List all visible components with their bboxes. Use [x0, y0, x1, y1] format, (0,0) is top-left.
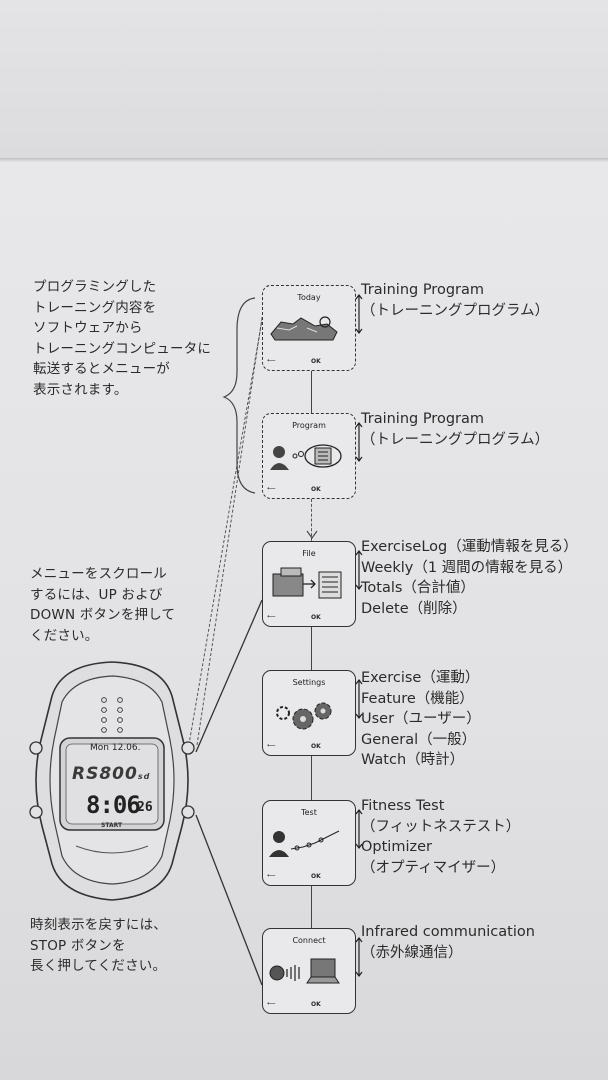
menu-screen-test: Test ⟵ OK: [262, 800, 363, 886]
menu-item: Feature（機能）: [361, 690, 474, 707]
fitness-test-icon: [269, 830, 340, 857]
connector-program-file: [311, 499, 312, 541]
connector-today-program: [311, 371, 312, 413]
dashed-arrow-down: [306, 530, 318, 539]
note-line: メニューをスクロール: [30, 566, 167, 582]
watch-start-label: START: [101, 822, 123, 829]
connector-test-connect: [311, 886, 312, 928]
note-line: 時刻表示を戻すには、: [30, 917, 167, 933]
screen-title: Program: [292, 421, 326, 430]
ok-label: OK: [311, 358, 321, 365]
menu-item: （フィットネステスト）: [361, 818, 521, 835]
arrow-up-down-icon: [355, 937, 363, 981]
ok-label: OK: [311, 614, 321, 621]
menu-item: （トレーニングプログラム）: [361, 431, 550, 448]
menu-item: General（一般）: [361, 731, 477, 748]
menu-screen-settings: Settings ⟵ OK: [262, 670, 363, 756]
note-line: 長く押してください。: [30, 958, 167, 974]
menu-item: Watch（時計）: [361, 752, 465, 768]
menu-screen-today: Today ⟵ OK: [262, 285, 363, 371]
note-line: ソフトウェアから: [33, 320, 143, 336]
folder-icon: [272, 567, 342, 599]
menu-items-settings: Exercise（運動） Feature（機能） User（ユーザー） Gene…: [361, 668, 481, 771]
watch-seconds: 26: [137, 800, 153, 815]
gear-icon: [276, 702, 332, 730]
back-arrow-icon: ⟵: [267, 485, 276, 492]
infrared-laptop-icon: [269, 958, 340, 984]
arrow-up-down-icon: [355, 809, 363, 853]
watch-body: [29, 661, 195, 901]
back-arrow-icon: ⟵: [267, 1000, 276, 1007]
menu-item: Infrared communication: [361, 924, 535, 940]
menu-screen-program: Program ⟵ OK: [262, 413, 363, 499]
screen-title: Test: [301, 808, 317, 817]
connector-settings-test: [311, 756, 312, 800]
note-line: 表示されます。: [33, 381, 128, 398]
note-scroll: メニューをスクロール するには、UP および DOWN ボタンを押して ください…: [30, 564, 175, 646]
watch-illustration: Mon 12.06. RS800sd 8:06 26 START: [22, 656, 202, 904]
menu-items-today: Training Program （トレーニングプログラム）: [361, 280, 549, 321]
watch-date: Mon 12.06.: [90, 743, 141, 753]
note-line: トレーニングコンピュータに: [33, 340, 212, 357]
menu-screen-connect: Connect ⟵ OK: [262, 928, 363, 1014]
ok-label: OK: [311, 1001, 321, 1008]
screen-title: File: [302, 549, 316, 558]
menu-item: Training Program: [361, 411, 485, 427]
screen-title: Today: [297, 293, 321, 302]
back-arrow-icon: ⟵: [267, 872, 276, 879]
arrow-up-down-icon: [355, 294, 363, 338]
note-line: 転送するとメニューが: [33, 361, 170, 377]
menu-item: Training Program: [361, 282, 485, 298]
menu-item: Fitness Test: [361, 798, 445, 814]
menu-item: Delete（削除）: [361, 600, 467, 617]
menu-items-file: ExerciseLog（運動情報を見る） Weekly（1 週間の情報を見る） …: [361, 537, 578, 619]
menu-items-program: Training Program （トレーニングプログラム）: [361, 409, 549, 450]
note-line: ください。: [30, 627, 99, 644]
menu-items-connect: Infrared communication （赤外線通信）: [361, 922, 535, 963]
watch-time: 8:06: [86, 791, 141, 819]
menu-item: （オプティマイザー）: [361, 859, 506, 876]
back-arrow-icon: ⟵: [267, 742, 276, 749]
note-stop: 時刻表示を戻すには、 STOP ボタンを 長く押してください。: [30, 915, 167, 977]
screen-title: Connect: [292, 936, 326, 945]
menu-item: Exercise（運動）: [361, 670, 480, 686]
note-line: トレーニング内容を: [33, 299, 157, 316]
menu-item: （トレーニングプログラム）: [361, 302, 550, 319]
clipboard-icon: [270, 444, 342, 470]
arrow-up-down-icon: [355, 550, 363, 594]
arrow-up-down-icon: [355, 422, 363, 466]
ok-label: OK: [311, 743, 321, 750]
back-arrow-icon: ⟵: [267, 613, 276, 620]
menu-item: Optimizer: [361, 839, 432, 855]
note-line: STOP ボタンを: [30, 937, 126, 954]
upper-page: [0, 0, 608, 160]
ok-label: OK: [311, 873, 321, 880]
shoe-icon: [270, 316, 338, 341]
menu-item: User（ユーザー）: [361, 711, 481, 727]
menu-item: Totals（合計値）: [361, 580, 475, 596]
menu-screen-file: File ⟵ OK: [262, 541, 363, 627]
menu-items-test: Fitness Test （フィットネステスト） Optimizer （オプティ…: [361, 796, 520, 878]
menu-item: （赤外線通信）: [361, 944, 463, 961]
note-line: するには、UP および: [30, 586, 163, 603]
connector-file-settings: [311, 627, 312, 670]
note-line: DOWN ボタンを押して: [30, 607, 176, 623]
ok-label: OK: [311, 486, 321, 493]
page-fold: [0, 158, 608, 162]
note-line: プログラミングした: [33, 279, 157, 295]
menu-item: ExerciseLog（運動情報を見る）: [361, 539, 578, 555]
watch-model-logo: RS800sd: [72, 764, 151, 784]
back-arrow-icon: ⟵: [267, 357, 276, 364]
note-transfer: プログラミングした トレーニング内容を ソフトウェアから トレーニングコンピュー…: [33, 277, 211, 400]
menu-item: Weekly（1 週間の情報を見る）: [361, 559, 573, 576]
screen-title: Settings: [292, 678, 326, 687]
arrow-up-down-icon: [355, 679, 363, 723]
